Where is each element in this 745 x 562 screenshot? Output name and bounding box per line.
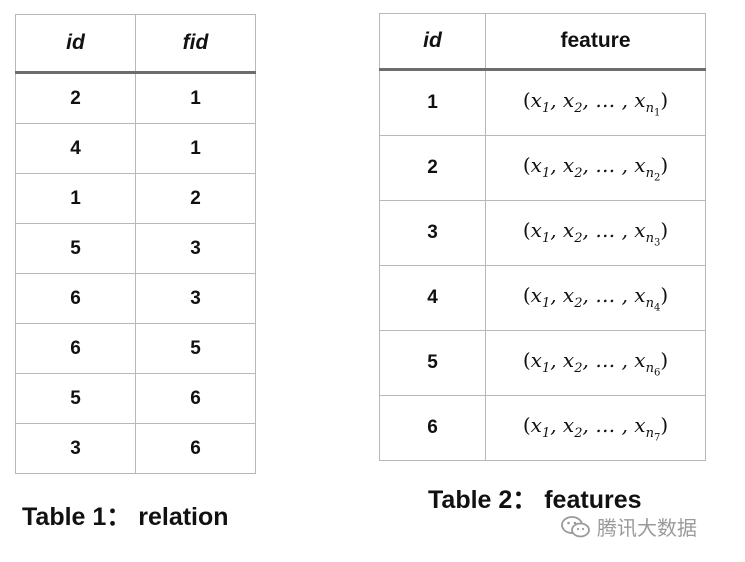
- column-header-fid: fid: [135, 14, 256, 74]
- cell-feature-vector: (x1, x2, … , xn6): [485, 330, 706, 396]
- cell-fid: 2: [135, 173, 256, 224]
- cell-feature-vector: (x1, x2, … , xn2): [485, 135, 706, 201]
- cell-feature-vector: (x1, x2, … , xn1): [485, 69, 706, 136]
- column-header-id: id: [15, 14, 136, 74]
- table2-caption: Table 2： features: [428, 486, 642, 514]
- table-row: 3 6: [15, 423, 256, 474]
- table1-caption: Table 1： relation: [22, 503, 229, 531]
- table-header-row: id feature: [379, 13, 706, 71]
- cell-fid: 5: [135, 323, 256, 374]
- table-row: 2(x1, x2, … , xn2): [379, 135, 706, 201]
- column-header-id: id: [379, 13, 486, 71]
- cell-fid: 1: [135, 123, 256, 174]
- cell-feature-vector: (x1, x2, … , xn7): [485, 395, 706, 461]
- table-header-row: id fid: [15, 14, 256, 74]
- watermark-text: 腾讯大数据: [597, 516, 697, 540]
- vector-length-subscript: 4: [653, 302, 661, 314]
- cell-feature-vector: (x1, x2, … , xn3): [485, 200, 706, 266]
- table-row: 1 2: [15, 173, 256, 224]
- cell-id: 5: [379, 330, 486, 396]
- cell-fid: 1: [135, 72, 256, 124]
- cell-id: 5: [15, 223, 136, 274]
- cell-id: 1: [15, 173, 136, 224]
- watermark: 腾讯大数据: [561, 512, 697, 541]
- cell-fid: 3: [135, 223, 256, 274]
- wechat-icon: [561, 515, 590, 537]
- vector-length-subscript: 1: [653, 107, 661, 119]
- cell-id: 2: [379, 135, 486, 201]
- column-header-feature: feature: [485, 13, 706, 71]
- table-row: 6 5: [15, 323, 256, 374]
- table-row: 1(x1, x2, … , xn1): [379, 69, 706, 136]
- cell-id: 4: [15, 123, 136, 174]
- cell-id: 2: [15, 72, 136, 124]
- table-row: 3(x1, x2, … , xn3): [379, 200, 706, 266]
- cell-id: 1: [379, 69, 486, 136]
- cell-id: 6: [15, 323, 136, 374]
- cell-id: 6: [15, 273, 136, 324]
- cell-id: 6: [379, 395, 486, 461]
- cell-fid: 3: [135, 273, 256, 324]
- relation-table: id fid 2 1 4 1 1 2 5 3 6 3 6 5 5 6: [15, 14, 256, 474]
- cell-id: 3: [15, 423, 136, 474]
- table-row: 4(x1, x2, … , xn4): [379, 265, 706, 331]
- cell-id: 5: [15, 373, 136, 424]
- table-row: 5 3: [15, 223, 256, 274]
- cell-feature-vector: (x1, x2, … , xn4): [485, 265, 706, 331]
- vector-length-subscript: 6: [653, 367, 661, 379]
- table-row: 5 6: [15, 373, 256, 424]
- table-row: 4 1: [15, 123, 256, 174]
- vector-length-subscript: 7: [653, 432, 661, 444]
- features-table-body: 1(x1, x2, … , xn1)2(x1, x2, … , xn2)3(x1…: [379, 69, 706, 461]
- cell-fid: 6: [135, 423, 256, 474]
- table-row: 6 3: [15, 273, 256, 324]
- table-row: 6(x1, x2, … , xn7): [379, 395, 706, 461]
- vector-length-subscript: 3: [653, 237, 661, 249]
- vector-length-subscript: 2: [653, 172, 661, 184]
- table-row: 2 1: [15, 72, 256, 124]
- table-row: 5(x1, x2, … , xn6): [379, 330, 706, 396]
- cell-fid: 6: [135, 373, 256, 424]
- cell-id: 4: [379, 265, 486, 331]
- features-table: id feature 1(x1, x2, … , xn1)2(x1, x2, ……: [379, 13, 706, 461]
- cell-id: 3: [379, 200, 486, 266]
